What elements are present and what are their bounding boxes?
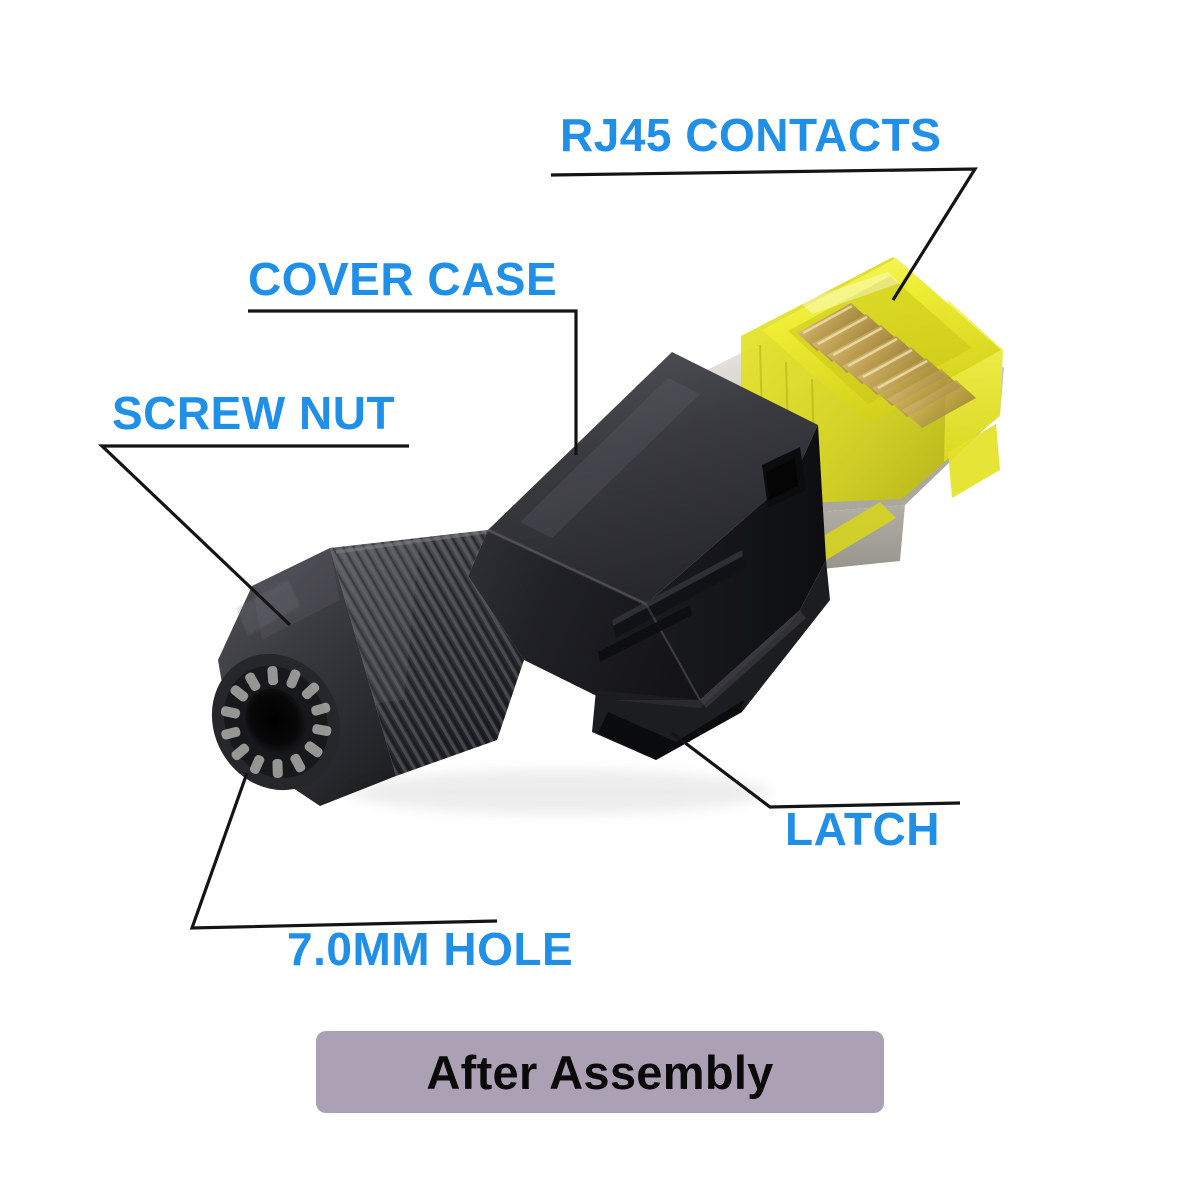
caption-box: After Assembly (316, 1031, 884, 1113)
callout-label-hole-7mm: 7.0MM HOLE (287, 923, 574, 975)
caption-text: After Assembly (426, 1045, 774, 1099)
cover-case (468, 352, 826, 742)
callout-label-rj45-contacts: RJ45 CONTACTS (560, 109, 942, 161)
rj45-contact-pins (797, 303, 976, 428)
callout-label-cover-case: COVER CASE (248, 253, 558, 305)
callout-label-latch: LATCH (785, 803, 940, 855)
latch (592, 560, 830, 760)
cable-hole-7mm (245, 688, 307, 756)
callout-label-screw-nut: SCREW NUT (112, 387, 396, 439)
plug-side-tab (948, 424, 1000, 498)
gland-fingers (220, 666, 332, 779)
